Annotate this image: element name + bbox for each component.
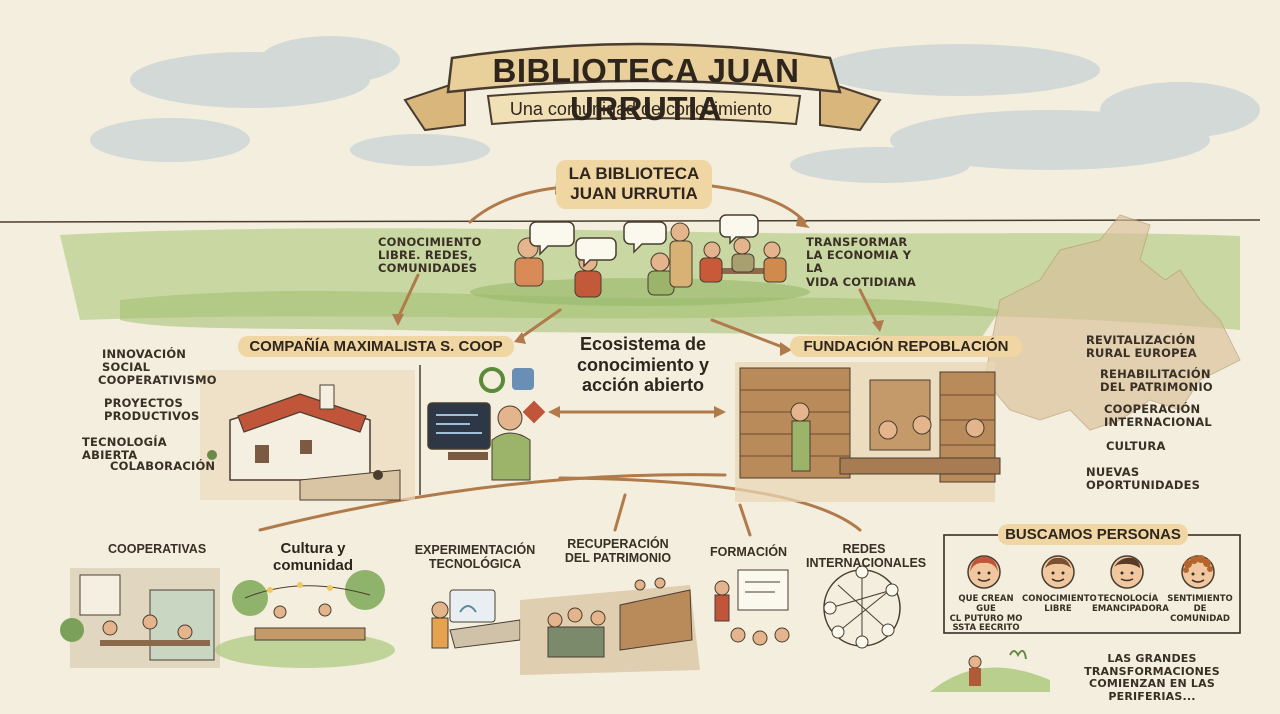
heritage-vignette: [520, 577, 700, 675]
outcome-label: COOPERATIVAS: [108, 542, 207, 556]
right-top-note: TRANSFORMAR LA ECONOMIA Y LA VIDA COTIDI…: [806, 235, 917, 289]
page-subtitle: Una comunidad de conocimiento: [509, 99, 773, 119]
left-org-item: COLABORACIÓN: [110, 459, 216, 473]
farmhouse-illustration: [200, 370, 415, 501]
recruit-label: SENTIMIENTO DE COMUNIDAD: [1167, 594, 1233, 624]
network-vignette: [823, 565, 901, 649]
speech-bubbles: [529, 214, 759, 268]
left-org-item: PROYECTOS PRODUCTIVOS: [104, 396, 200, 424]
recruit-title: BUSCAMOS PERSONAS: [998, 524, 1188, 545]
left-org-item: COOPERATIVISMO: [98, 373, 217, 387]
left-org-name: COMPAÑÍA MAXIMALISTA S. COOP: [238, 336, 514, 357]
right-org-item: REVITALIZACIÓN RURAL EUROPEA: [1086, 333, 1197, 361]
culture-vignette: [215, 570, 395, 668]
outcome-label: EXPERIMENTACIÓN TECNOLÓGICA: [414, 543, 536, 572]
flow-arrows: [258, 184, 880, 537]
curly-face-icon: [1181, 555, 1215, 589]
europe-map: [984, 214, 1241, 431]
outcome-label: RECUPERACIÓN DEL PATRIMONIO: [564, 537, 672, 566]
recruit-label: QUE CREAN GUE CL PUTURO MO SSTA EECRITO: [949, 594, 1023, 634]
readers-scene: [470, 222, 810, 306]
woman-face-icon: [967, 555, 1001, 589]
outcome-label: Cultura y comunidad: [272, 540, 353, 575]
page-title: BIBLIOTECA JUAN URRUTIA: [492, 52, 800, 127]
outcome-label: REDES INTERNACIONALES: [806, 542, 927, 571]
library-illustration: [735, 362, 1001, 502]
developer-illustration: [427, 367, 546, 481]
right-org-item: NUEVAS OPORTUNIDADES: [1086, 465, 1201, 493]
left-org-item: INNOVACIÓN SOCIAL: [102, 347, 187, 375]
tech-vignette: [431, 589, 521, 649]
outcome-label: FORMACIÓN: [710, 545, 788, 559]
left-top-note: CONOCIMIENTO LIBRE. REDES, COMUNIDADES: [378, 235, 482, 276]
right-org-item: REHABILITACIÓN DEL PATRIMONIO: [1100, 367, 1213, 395]
cooperatives-vignette: [60, 568, 220, 668]
title-banner: [403, 42, 882, 132]
recruit-label: TECNOLOCÍA EMANCIPADORA: [1092, 594, 1169, 614]
recruit-label: CONOCIMIENTO LIBRE: [1022, 594, 1097, 614]
ecosystem-label: Ecosistema de conocimiento y acción abie…: [576, 334, 710, 396]
right-org-item: COOPERACIÓN INTERNACIONAL: [1104, 402, 1212, 430]
left-org-item: TECNOLOGÍA ABIERTA: [82, 435, 167, 463]
clouds: [90, 36, 1260, 183]
footer-quote: LAS GRANDES TRANSFORMACIONES COMIENZAN E…: [1084, 652, 1220, 703]
training-vignette: [714, 569, 790, 646]
right-org-name: FUNDACIÓN REPOBLACIÓN: [790, 336, 1022, 357]
horizon-line: [0, 219, 1261, 223]
man-face-icon: [1041, 555, 1075, 589]
man-face-icon: [1110, 555, 1144, 589]
center-node-label: LA BIBLIOTECA JUAN URRUTIA: [556, 160, 712, 209]
right-org-item: CULTURA: [1106, 439, 1166, 453]
footer-hill-vignette: [930, 649, 1050, 692]
